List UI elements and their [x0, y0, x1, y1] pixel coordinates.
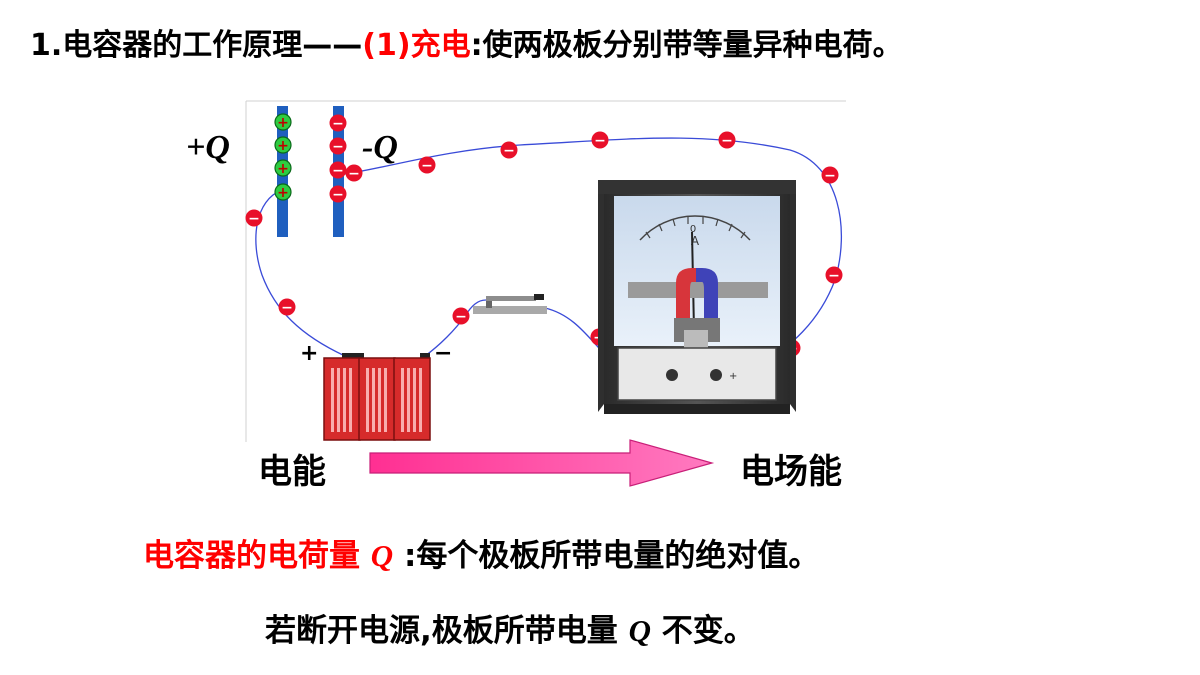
terminal-negative	[666, 369, 678, 381]
magnet-south	[696, 268, 718, 320]
title-prefix: 1.电容器的工作原理——	[30, 28, 363, 63]
energy-to-label: 电场能	[740, 452, 842, 492]
negative-charge: −	[245, 209, 263, 227]
svg-text:−: −	[824, 168, 836, 184]
magnet-north	[676, 268, 700, 320]
terminal-positive	[710, 369, 722, 381]
negative-charge: −	[418, 156, 436, 174]
negative-charge: −	[718, 131, 736, 149]
charge-definition: 电容器的电荷量 Q :每个极板所带电量的绝对值。	[143, 530, 819, 575]
svg-text:−: −	[721, 133, 733, 149]
svg-text:−: −	[828, 268, 840, 284]
energy-from-label: 电能	[258, 452, 326, 492]
disconnect-symbol: Q	[628, 613, 651, 648]
battery-cell	[358, 357, 396, 441]
svg-text:−: −	[348, 166, 360, 182]
svg-text:−: −	[594, 133, 606, 149]
negative-charge: −	[329, 114, 347, 132]
svg-text:−: −	[332, 163, 344, 179]
svg-text:−: −	[281, 300, 293, 316]
negative-plate-label: -Q	[362, 129, 398, 166]
negative-charge: −	[591, 131, 609, 149]
charge-term: 电容器的电荷量	[143, 538, 360, 574]
charge-symbol: Q	[370, 538, 394, 573]
negative-charge: −	[452, 307, 470, 325]
negative-charge: −	[278, 298, 296, 316]
wire-battery-plus	[255, 189, 346, 357]
terminal-plus-label: +	[729, 371, 737, 382]
battery-cell	[323, 357, 361, 441]
energy-conversion-arrow	[369, 439, 715, 487]
negative-charge: −	[825, 266, 843, 284]
positive-charge: +	[274, 136, 292, 154]
negative-charge: −	[500, 141, 518, 159]
positive-charge: +	[274, 159, 292, 177]
svg-text:−: −	[332, 116, 344, 132]
negative-charge: −	[821, 166, 839, 184]
title-highlight: (1)充电	[362, 28, 471, 63]
negative-charges: − − − − − − − − − − − − − − − − −	[245, 114, 843, 381]
meter-zero-label: 0	[690, 224, 696, 235]
switch	[473, 294, 547, 314]
battery-minus-label: −	[434, 341, 452, 366]
galvanometer: 0 A +	[598, 180, 796, 414]
svg-text:+: +	[277, 161, 289, 177]
svg-text:−: −	[332, 139, 344, 155]
disconnect-prefix: 若断开电源,极板所带电量	[265, 613, 618, 649]
svg-text:+: +	[277, 138, 289, 154]
positive-charge: +	[274, 113, 292, 131]
slide-title: 1.电容器的工作原理——(1)充电:使两极板分别带等量异种电荷。	[30, 20, 903, 64]
svg-text:+: +	[277, 115, 289, 131]
svg-text:−: −	[455, 309, 467, 325]
title-suffix: :使两极板分别带等量异种电荷。	[470, 28, 903, 63]
positive-plate-label: +Q	[186, 129, 230, 166]
negative-charge: −	[329, 185, 347, 203]
svg-text:+: +	[277, 185, 289, 201]
negative-charge: −	[345, 164, 363, 182]
positive-charge: +	[274, 183, 292, 201]
disconnect-suffix: 不变。	[661, 613, 755, 649]
svg-text:−: −	[332, 187, 344, 203]
disconnect-statement: 若断开电源,极板所带电量 Q 不变。	[265, 605, 755, 650]
svg-text:−: −	[421, 158, 433, 174]
svg-text:−: −	[503, 143, 515, 159]
negative-charge: −	[329, 137, 347, 155]
battery-plus-label: +	[300, 341, 318, 366]
svg-text:−: −	[248, 211, 260, 227]
positive-charges: + + + +	[274, 113, 292, 201]
battery	[323, 353, 431, 441]
charge-definition-text: :每个极板所带电量的绝对值。	[403, 538, 820, 574]
meter-unit-label: A	[691, 234, 700, 248]
negative-charge: −	[329, 161, 347, 179]
battery-cell	[393, 357, 431, 441]
